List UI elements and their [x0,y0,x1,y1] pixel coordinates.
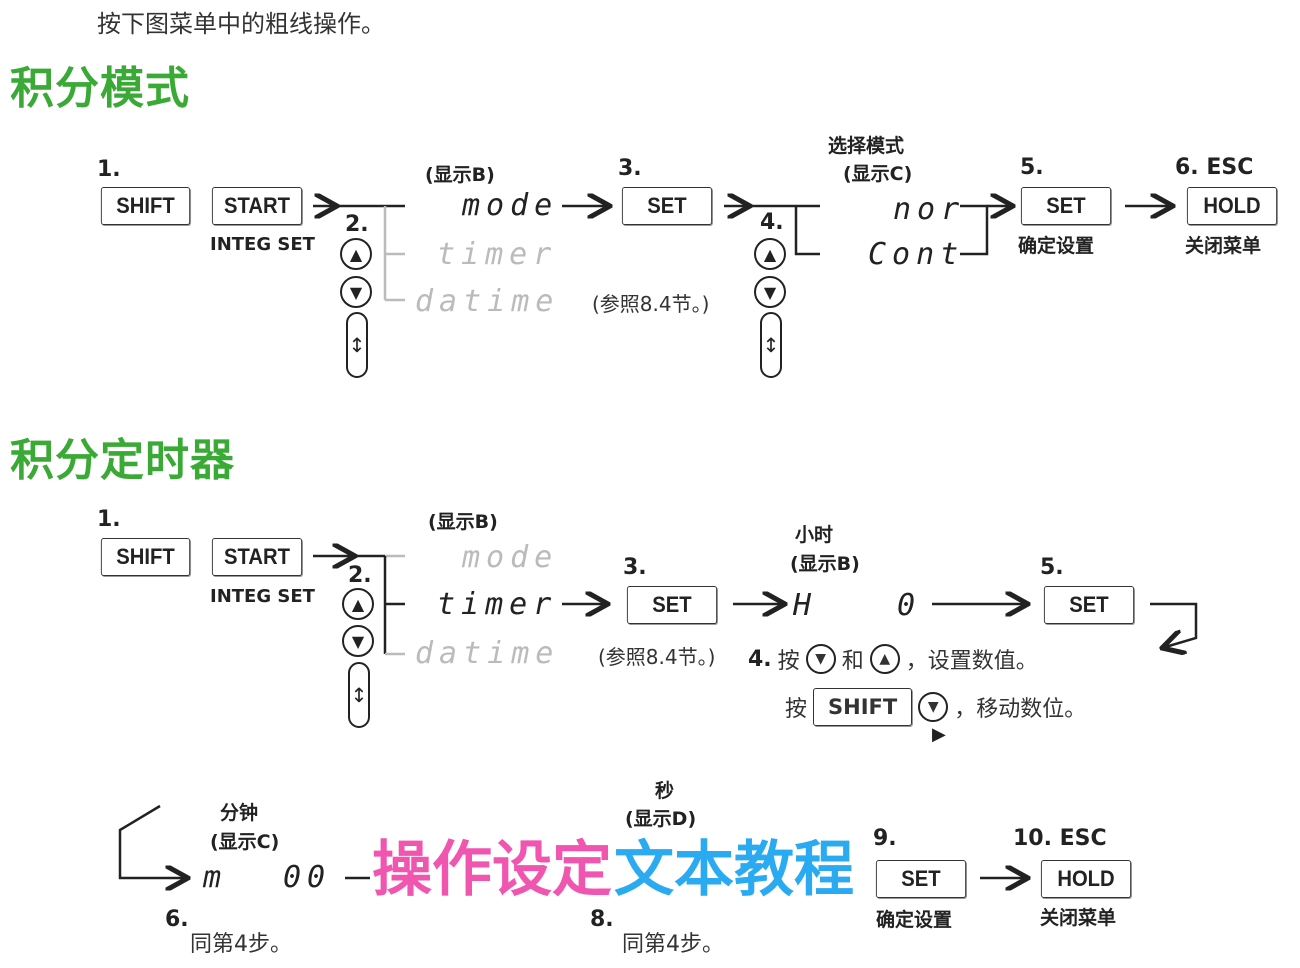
integ-set-label: INTEG SET [210,586,315,607]
down-arrow-icon[interactable]: ▼ [918,692,949,722]
intro-text: 按下图菜单中的粗线操作。 [97,10,385,38]
step-10-esc-label: 10. ESC [1013,826,1107,851]
right-arrow-icon: ▶ [932,724,946,745]
set-key[interactable]: SET [626,586,718,624]
shift-key[interactable]: SHIFT [813,688,913,726]
step-1-label: 1. [97,157,121,182]
close-menu-label: 关闭菜单 [1040,907,1117,929]
hour-value: 0 [897,588,922,623]
confirm-label: 确定设置 [876,909,953,931]
scroll-icon: ↕ [346,312,368,378]
up-arrow-icon[interactable]: ▲ [340,238,372,270]
second-label: 秒 [655,780,675,802]
option-cont: Cont [868,237,965,272]
step-8-label: 8. [590,907,614,932]
display-c-label: (显示C) [843,163,913,185]
menu-datime: datime [415,284,560,319]
step-6-esc-label: 6. ESC [1175,155,1254,180]
start-key[interactable]: START [211,187,303,225]
press-text: 按 [785,697,808,722]
set-key[interactable]: SET [1043,586,1135,624]
hour-display-label: (显示B) [790,553,860,575]
down-arrow-icon[interactable]: ▼ [805,644,836,674]
step-5-label: 5. [1020,155,1044,180]
integ-set-label: INTEG SET [210,234,315,255]
menu-datime: datime [415,636,560,671]
minute-display-label: (显示C) [210,831,280,853]
set-key[interactable]: SET [621,187,713,225]
and-text: 和 [841,649,864,674]
step-2-label: 2. [345,212,369,237]
hold-key[interactable]: HOLD [1040,860,1132,898]
same-as-step4-note: 同第4步。 [190,932,292,957]
step-4-instruction: 4. 按 ▼ 和 ▲ ，设置数值。 [748,643,1038,675]
down-arrow-icon[interactable]: ▼ [342,625,374,657]
minute-label: 分钟 [220,802,259,824]
move-digit-instruction: 按 SHIFT ▼ ，移动数位。 [785,688,1086,726]
set-confirm-key[interactable]: SET [1020,187,1112,225]
step-4-label: 4. [748,646,772,672]
reference-note: (参照8.4节。) [598,645,716,669]
watermark-part2: 文本教程 [614,835,854,905]
up-arrow-icon[interactable]: ▲ [754,238,786,270]
menu-timer: timer [437,587,558,622]
confirm-label: 确定设置 [1018,235,1095,257]
shift-key[interactable]: SHIFT [100,187,191,225]
start-key[interactable]: START [211,538,303,576]
menu-mode: mode [462,188,559,223]
press-text: 按 [777,649,800,674]
step-2-label: 2. [348,563,372,588]
hold-key[interactable]: HOLD [1186,187,1278,225]
up-arrow-icon[interactable]: ▲ [869,644,900,674]
set-confirm-key[interactable]: SET [875,860,967,898]
menu-timer: timer [437,237,558,272]
down-arrow-icon[interactable]: ▼ [754,276,786,308]
close-menu-label: 关闭菜单 [1185,235,1262,257]
select-mode-label: 选择模式 [828,135,905,157]
section-title-integration-mode: 积分模式 [10,63,190,114]
minute-value: 00 [283,860,332,895]
step-5-label: 5. [1040,555,1064,580]
step-3-label: 3. [623,555,647,580]
same-as-step4-note: 同第4步。 [622,932,724,957]
second-display-label: (显示D) [625,808,697,830]
display-b-label: (显示B) [428,511,498,533]
reference-note: (参照8.4节。) [592,292,710,316]
hour-label: 小时 [795,524,834,546]
watermark-part1: 操作设定 [372,835,612,905]
step-1-label: 1. [97,507,121,532]
display-b-label: (显示B) [425,164,495,186]
step-3-label: 3. [618,156,642,181]
step-6-label: 6. [165,907,189,932]
menu-mode: mode [462,540,559,575]
scroll-icon: ↕ [348,662,370,728]
shift-key[interactable]: SHIFT [100,538,191,576]
minute-seg: m [203,860,228,895]
step-9-label: 9. [873,826,897,851]
set-value-text: ，设置数值。 [905,649,1038,674]
down-arrow-icon[interactable]: ▼ [340,276,372,308]
up-arrow-icon[interactable]: ▲ [342,588,374,620]
scroll-icon: ↕ [760,312,782,378]
move-digit-text: ，移动数位。 [954,697,1087,722]
hour-seg: H [793,588,818,623]
section-title-integration-timer: 积分定时器 [10,435,235,486]
option-nor: nor [893,192,966,227]
step-4-label: 4. [760,210,784,235]
